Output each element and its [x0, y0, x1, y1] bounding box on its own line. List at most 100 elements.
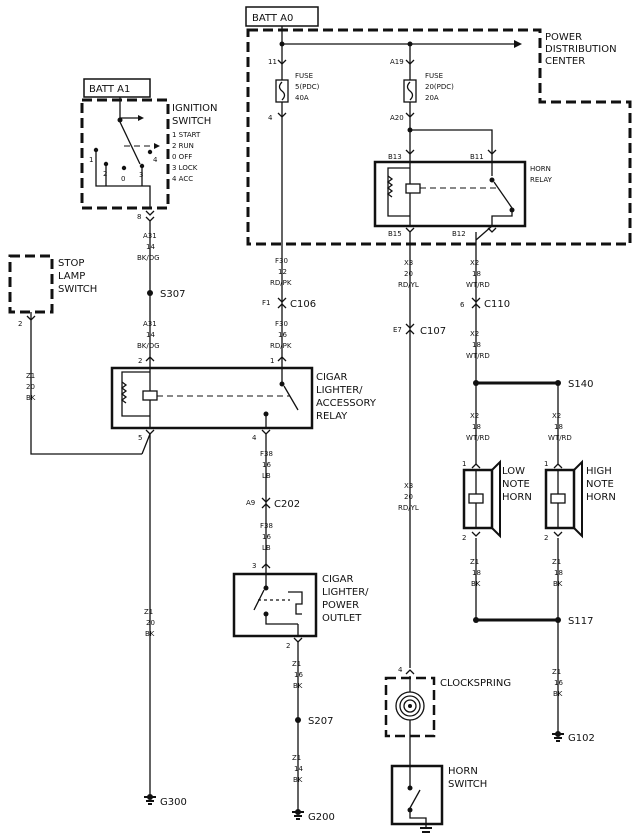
cigar-coil-resistor	[120, 381, 128, 404]
c110-pin: 6	[460, 301, 465, 309]
stop-to-relay-link	[141, 433, 151, 455]
z1-stop-1: Z1	[26, 372, 35, 380]
x3-top-1: X3	[404, 259, 413, 267]
x2-high-1: X2	[552, 412, 561, 420]
low-horn-bell	[491, 459, 501, 539]
c202-chevron-top	[261, 497, 271, 503]
c110-chevron-top	[471, 297, 481, 303]
bus-arrow	[514, 40, 522, 48]
b11-chevron	[487, 149, 497, 155]
z1-cigar-1: Z1	[144, 608, 153, 616]
ignition-pin-8: 8	[137, 213, 141, 221]
a31-circuit: A31 14 BK/DG S307 A31 14 BK/DG	[137, 221, 185, 366]
f38-b-2: 16	[262, 533, 271, 541]
fuse5-rating-1: 5(PDC)	[295, 83, 320, 91]
g300-circuit: Z1 20 BK G300	[144, 434, 187, 808]
z1-cigar-2: 20	[146, 619, 155, 627]
stop-lamp-outline	[8, 254, 54, 314]
c110-label: C110	[484, 299, 510, 310]
g200-circuit: Z1 16 BK S207 Z1 14 BK G200	[292, 642, 335, 823]
x2-jog	[475, 225, 493, 241]
stop-lamp-pin: 2	[18, 320, 22, 328]
x2-circuit: X2 18 WT/RD 6 C110 X2 18 WT/RD S140 X2 1…	[460, 225, 593, 464]
horn-contact-pivot	[489, 177, 495, 183]
x2-high-2: 18	[554, 423, 563, 431]
pin-b15: B15	[388, 230, 402, 238]
outlet-label-2: LIGHTER/	[322, 587, 369, 598]
a31-top-2: 14	[146, 243, 155, 251]
ignition-pos-1: 1 START	[172, 131, 201, 139]
z1-outlet-b-1: Z1	[292, 754, 301, 762]
ignition-c0: 0	[121, 175, 125, 183]
cigar-relay-pin-5: 5	[138, 434, 142, 442]
f38-a-1: F38	[260, 450, 273, 458]
x3-bot-1: X3	[404, 482, 413, 490]
s307-node	[147, 290, 153, 296]
outlet-label-4: OUTLET	[322, 613, 362, 624]
z1-g102-2: 16	[554, 679, 563, 687]
c107-chevron-top	[405, 323, 415, 329]
low-horn-label-2: NOTE	[502, 479, 530, 490]
high-horn-pin1-chevron	[553, 463, 563, 469]
cigar-pin5-chevron	[145, 429, 155, 435]
z1-cigar-3: BK	[145, 630, 155, 638]
x2-top-3: WT/RD	[466, 281, 490, 289]
f30-bot-2: 16	[278, 331, 287, 339]
outlet-pin-2: 2	[286, 642, 290, 650]
x3-top-3: RD/YL	[398, 281, 419, 289]
horn-relay-label-1: HORN	[530, 165, 551, 173]
clockspring-coil-mid	[399, 695, 421, 717]
a19-chevron	[405, 59, 415, 65]
pin11-chevron	[277, 59, 287, 65]
outlet-label-1: CIGAR	[322, 574, 354, 585]
horn-switch-contact-top	[407, 785, 413, 791]
ignition-contact-4	[147, 149, 153, 155]
a31-bot-1: A31	[143, 320, 157, 328]
f30-top-2: 12	[278, 268, 287, 276]
low-horn-pin-1: 1	[462, 460, 466, 468]
cigar-accessory-relay: CIGAR LIGHTER/ ACCESSORY RELAY 2 1 5 4	[110, 356, 377, 455]
ignition-pivot	[117, 117, 123, 123]
b15-chevron	[405, 227, 415, 233]
c106-label: C106	[290, 299, 316, 310]
x2-high-3: WT/RD	[548, 434, 572, 442]
low-horn-pin-2: 2	[462, 534, 466, 542]
z1-high-3: BK	[553, 580, 563, 588]
s207-label: S207	[308, 716, 333, 727]
horn-coil-loop	[387, 167, 410, 217]
ignition-c4: 4	[153, 156, 158, 164]
cigar-relay-label-4: RELAY	[316, 411, 348, 422]
ignition-start-arrow	[138, 115, 144, 121]
x2-top-2: 18	[472, 270, 481, 278]
ignition-pos-3: 0 OFF	[172, 153, 192, 161]
f38-a-3: LB	[262, 472, 271, 480]
z1-high-1: Z1	[552, 558, 561, 566]
z1-outlet-b-2: 14	[294, 765, 303, 773]
high-horn-label-1: HIGH	[586, 466, 612, 477]
f38-a-2: 16	[262, 461, 271, 469]
ignition-pos-4: 3 LOCK	[172, 164, 198, 172]
z1-outlet-a-1: Z1	[292, 660, 301, 668]
cigar-coil	[142, 390, 158, 401]
low-horn-label-3: HORN	[502, 492, 532, 503]
horn-relay-label-2: RELAY	[530, 176, 553, 184]
ignition-c3: 3	[139, 171, 143, 179]
z1-stop-2: 20	[26, 383, 35, 391]
c202-label: C202	[274, 499, 300, 510]
pdc-outline	[246, 28, 632, 246]
low-horn-pin2-chevron	[471, 531, 481, 537]
ignition-pin8-chevron-2	[145, 216, 155, 222]
high-horn-pin2-chevron	[553, 531, 563, 537]
fuse20-element	[406, 81, 414, 101]
z1-outlet-a-3: BK	[293, 682, 303, 690]
cigar-relay-pin-1: 1	[270, 357, 274, 365]
f30-top-3: RD/PK	[270, 279, 292, 287]
f30-circuit: F30 12 RD/PK F1 C106 F30 16 RD/PK	[262, 244, 316, 366]
x2-mid-2: 18	[472, 341, 481, 349]
cigar-relay-pin-2: 2	[138, 357, 142, 365]
ignition-contact-0	[121, 165, 127, 171]
f30-bot-1: F30	[275, 320, 288, 328]
z1-stop-3: BK	[26, 394, 36, 402]
high-horn-coil	[550, 493, 566, 504]
